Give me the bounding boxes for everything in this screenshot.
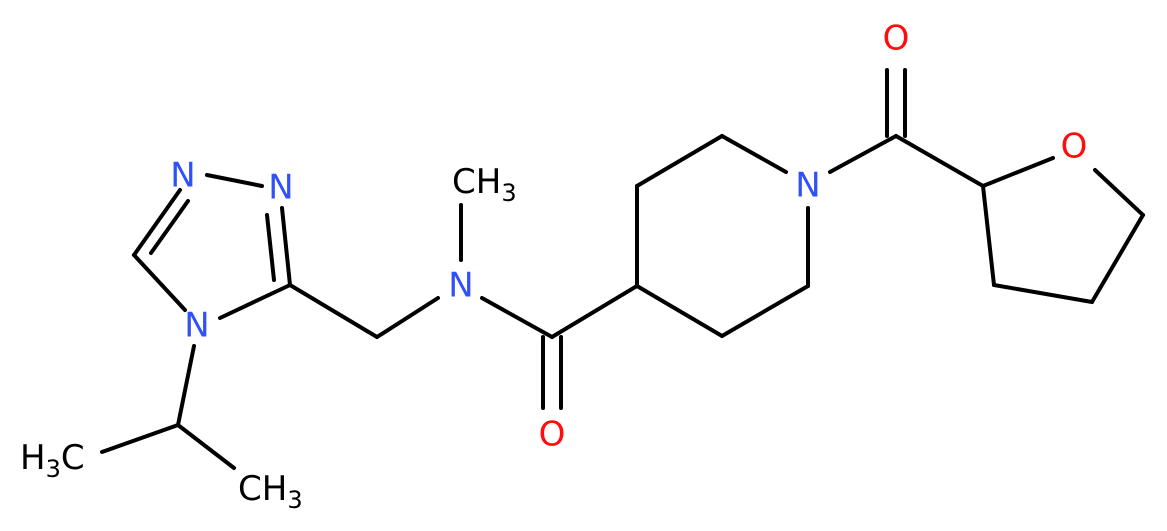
bond-triazole-n4-c5 — [132, 253, 187, 312]
atom-label-layer: N N N N N O O O CH3 H3C CH3 — [20, 19, 1087, 515]
ch3-left-sub: 3 — [46, 455, 61, 483]
bond-pip-c5-c4 — [635, 284, 724, 338]
bond-carbonyl-piperidine-c4 — [550, 284, 639, 339]
atom-n-triazole-4: N — [184, 306, 209, 346]
atom-n-triazole-1: N — [170, 156, 195, 196]
bond-thf-c5-c4 — [1090, 213, 1145, 304]
atom-o-amide: O — [539, 415, 566, 455]
bond-thf-c2-o — [981, 156, 1055, 188]
bond-thf-c4-c3 — [992, 283, 1094, 304]
bond-pip-c6-c5 — [720, 284, 810, 338]
atom-ch3-isopropyl-left: H3C — [20, 438, 85, 483]
bond-triazole-c3-n4 — [218, 283, 292, 320]
bond-triazole-n2-c3-inner — [265, 213, 276, 282]
bond-ch2-n-amide — [375, 296, 440, 339]
bond-triazole-n2-c3 — [280, 206, 292, 287]
bond-triazole-c5-n1 — [132, 188, 182, 257]
bond-n4-isopropyl-ch — [176, 344, 196, 427]
bond-pip-c2-n1 — [720, 134, 788, 174]
bond-acyl-thf-c2 — [894, 134, 985, 188]
ch3-left-main: H — [20, 438, 46, 478]
atom-o-acyl: O — [883, 19, 910, 59]
bond-triazole-c5-n1-inner — [149, 199, 190, 255]
ch3-n-methyl-sub: 3 — [501, 179, 516, 207]
bond-isopropyl-ch-ch3-right — [176, 423, 236, 470]
ch3-n-methyl-main: CH — [452, 162, 501, 202]
ch3-right-main: CH — [238, 469, 287, 509]
bond-pip-c3-c2 — [635, 134, 724, 188]
atom-n-amide: N — [448, 266, 473, 306]
atom-o-thf: O — [1061, 127, 1088, 167]
bond-c3-ch2 — [288, 283, 379, 339]
atom-ch3-n-methyl: CH3 — [452, 162, 517, 207]
bond-thf-o-c5 — [1093, 168, 1145, 217]
bond-n-pip-acyl-c — [828, 134, 898, 174]
bond-thf-c3-c2 — [981, 184, 996, 287]
atom-n-triazole-2: N — [268, 168, 293, 208]
bond-isopropyl-ch-ch3-left — [100, 423, 180, 454]
atom-ch3-isopropyl-right: CH3 — [238, 469, 303, 514]
ch3-left-tail: C — [61, 438, 85, 478]
ch3-right-sub: 3 — [287, 486, 302, 514]
bond-n-amide-carbonyl — [480, 296, 554, 339]
bond-layer — [100, 68, 1145, 470]
bond-triazole-n1-n2 — [205, 173, 264, 188]
atom-n-piperidine: N — [795, 166, 820, 206]
